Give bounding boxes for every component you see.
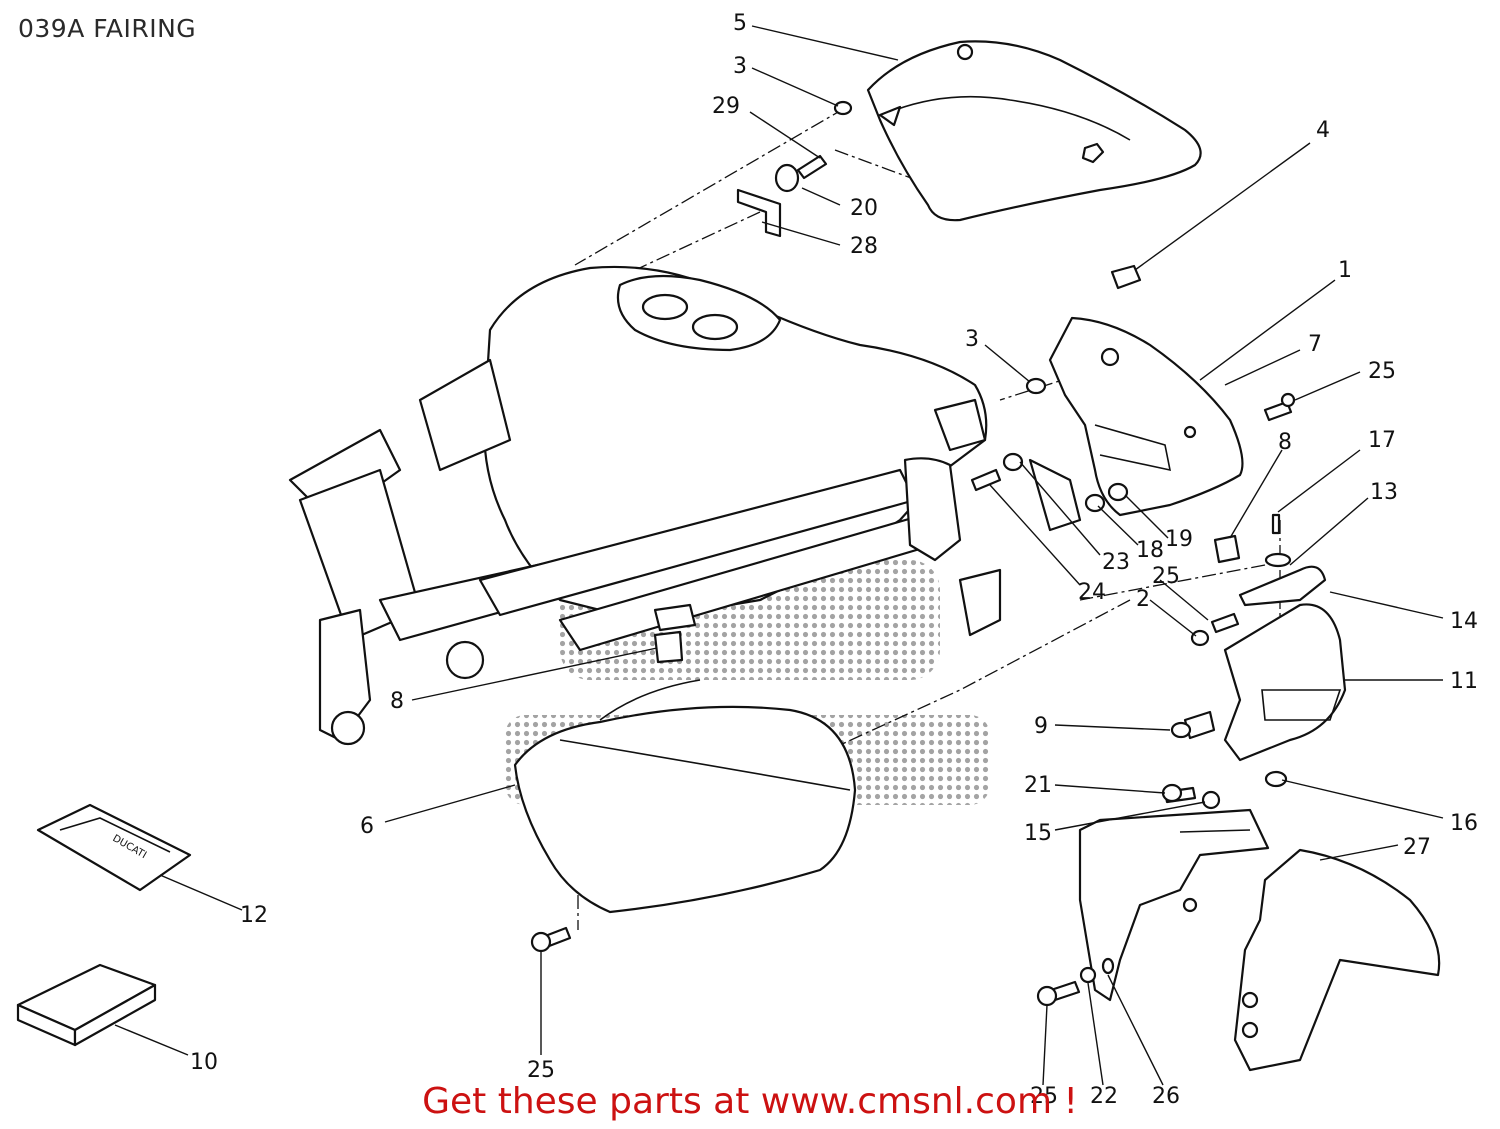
fasteners-bottom bbox=[530, 926, 1115, 1007]
callout-labels: 5 3 29 20 28 4 1 7 25 3 8 17 13 14 11 19… bbox=[190, 11, 1478, 1109]
callout-17: 17 bbox=[1368, 428, 1396, 453]
callout-18: 18 bbox=[1136, 538, 1164, 563]
tool-pouch-part-12: DUCATI bbox=[36, 803, 192, 892]
callout-15: 15 bbox=[1024, 821, 1052, 846]
callout-13: 13 bbox=[1370, 480, 1398, 505]
callout-22: 22 bbox=[1090, 1084, 1118, 1109]
callout-9: 9 bbox=[1034, 714, 1048, 739]
fasteners-top bbox=[736, 100, 853, 238]
callout-4: 4 bbox=[1316, 118, 1330, 143]
callout-20: 20 bbox=[850, 196, 878, 221]
callout-11: 11 bbox=[1450, 669, 1478, 694]
leader-lines bbox=[114, 25, 1444, 1086]
side-panel-part-6 bbox=[513, 679, 857, 914]
callout-7: 7 bbox=[1308, 332, 1322, 357]
callout-1: 1 bbox=[1338, 258, 1352, 283]
callout-26: 26 bbox=[1152, 1084, 1180, 1109]
callout-27: 27 bbox=[1403, 835, 1431, 860]
lower-nose-parts-11-14 bbox=[1170, 565, 1347, 788]
fasteners-lower bbox=[1161, 783, 1221, 810]
callout-3-mid: 3 bbox=[965, 327, 979, 352]
callout-14: 14 bbox=[1450, 609, 1478, 634]
callout-12: 12 bbox=[240, 903, 268, 928]
callout-23: 23 bbox=[1102, 550, 1130, 575]
callout-21: 21 bbox=[1024, 773, 1052, 798]
fasteners-mid bbox=[970, 377, 1296, 647]
callout-5: 5 bbox=[733, 11, 747, 36]
mudguard-part-27 bbox=[1233, 848, 1441, 1072]
frame-and-tank-assembly bbox=[288, 265, 1082, 746]
footer-link[interactable]: Get these parts at www.cmsnl.com ! bbox=[422, 1081, 1078, 1122]
callout-16: 16 bbox=[1450, 811, 1478, 836]
callout-10: 10 bbox=[190, 1050, 218, 1075]
clip-part-4 bbox=[1110, 264, 1142, 290]
callout-19: 19 bbox=[1165, 527, 1193, 552]
callout-25-bottom-right: 25 bbox=[1030, 1084, 1058, 1109]
upper-fairing-cover bbox=[866, 40, 1202, 222]
callout-3-top: 3 bbox=[733, 54, 747, 79]
callout-25-bottom-left: 25 bbox=[527, 1058, 555, 1083]
callout-2: 2 bbox=[1136, 587, 1150, 612]
headlight-bracket-part-1 bbox=[1048, 316, 1244, 517]
diagram-title: 039A FAIRING bbox=[18, 14, 197, 43]
callout-8-right: 8 bbox=[1278, 430, 1292, 455]
callout-6: 6 bbox=[360, 814, 374, 839]
callout-24: 24 bbox=[1078, 580, 1106, 605]
manual-booklet-part-10 bbox=[16, 963, 157, 1047]
callout-28: 28 bbox=[850, 234, 878, 259]
callout-25-mid: 25 bbox=[1152, 564, 1180, 589]
callout-25-right: 25 bbox=[1368, 359, 1396, 384]
callout-8-left: 8 bbox=[390, 689, 404, 714]
callout-29: 29 bbox=[712, 94, 740, 119]
